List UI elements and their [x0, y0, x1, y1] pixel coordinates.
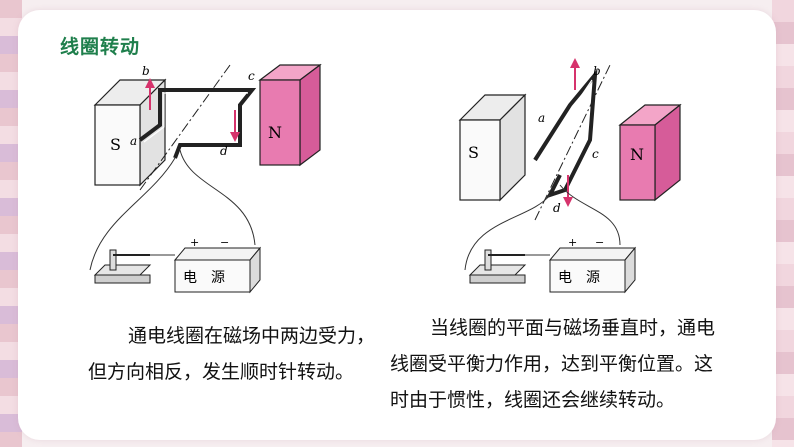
label-d: d — [220, 144, 228, 158]
coil-vertical — [533, 68, 598, 199]
magnet-n: N — [618, 103, 682, 202]
label-a: a — [130, 134, 137, 148]
coil-diagram-horizontal: S N b a c d + − 电 源 — [89, 63, 322, 294]
caption-left: 通电线圈在磁场中两边受力， 但方向相反，发生顺时针转动。 — [88, 318, 388, 390]
caption-right-line-1: 当线圈的平面与磁场垂直时，通电 — [430, 317, 716, 339]
label-a: a — [538, 111, 545, 125]
coil-diagram-vertical: S N b a c d + − 电 源 — [458, 58, 682, 294]
page-title: 线圈转动 — [60, 36, 141, 58]
label-n: N — [630, 145, 644, 164]
battery-label: 电 源 — [183, 270, 225, 286]
magnet-n: N — [258, 63, 322, 167]
label-d: d — [553, 201, 561, 215]
switch — [93, 249, 152, 284]
switch — [468, 249, 527, 284]
label-b: b — [593, 64, 601, 78]
label-n: N — [268, 123, 282, 142]
battery-plus: + — [568, 236, 577, 249]
coil-horizontal — [138, 88, 257, 159]
label-s: S — [110, 135, 121, 154]
battery-minus: − — [595, 236, 604, 249]
decorative-border-left — [0, 0, 22, 447]
battery: + − 电 源 — [548, 236, 637, 294]
magnet-s: S — [458, 93, 527, 202]
battery: + − 电 源 — [173, 236, 262, 294]
label-s: S — [468, 143, 479, 162]
label-c: c — [248, 69, 255, 83]
label-b: b — [142, 64, 150, 78]
caption-right-line-3: 时由于惯性，线圈还会继续转动。 — [390, 389, 676, 411]
caption-left-line-1: 通电线圈在磁场中两边受力， — [128, 325, 376, 347]
battery-plus: + — [190, 236, 199, 249]
decorative-border-right — [772, 0, 794, 447]
battery-minus: − — [220, 236, 229, 249]
battery-label: 电 源 — [558, 270, 600, 286]
label-c: c — [592, 147, 599, 161]
rotation-axis — [139, 64, 231, 191]
caption-right: 当线圈的平面与磁场垂直时，通电 线圈受平衡力作用，达到平衡位置。这 时由于惯性，… — [390, 310, 770, 418]
caption-right-line-2: 线圈受平衡力作用，达到平衡位置。这 — [390, 353, 714, 375]
rotation-axis — [534, 64, 611, 221]
caption-left-line-2: 但方向相反，发生顺时针转动。 — [88, 361, 355, 383]
